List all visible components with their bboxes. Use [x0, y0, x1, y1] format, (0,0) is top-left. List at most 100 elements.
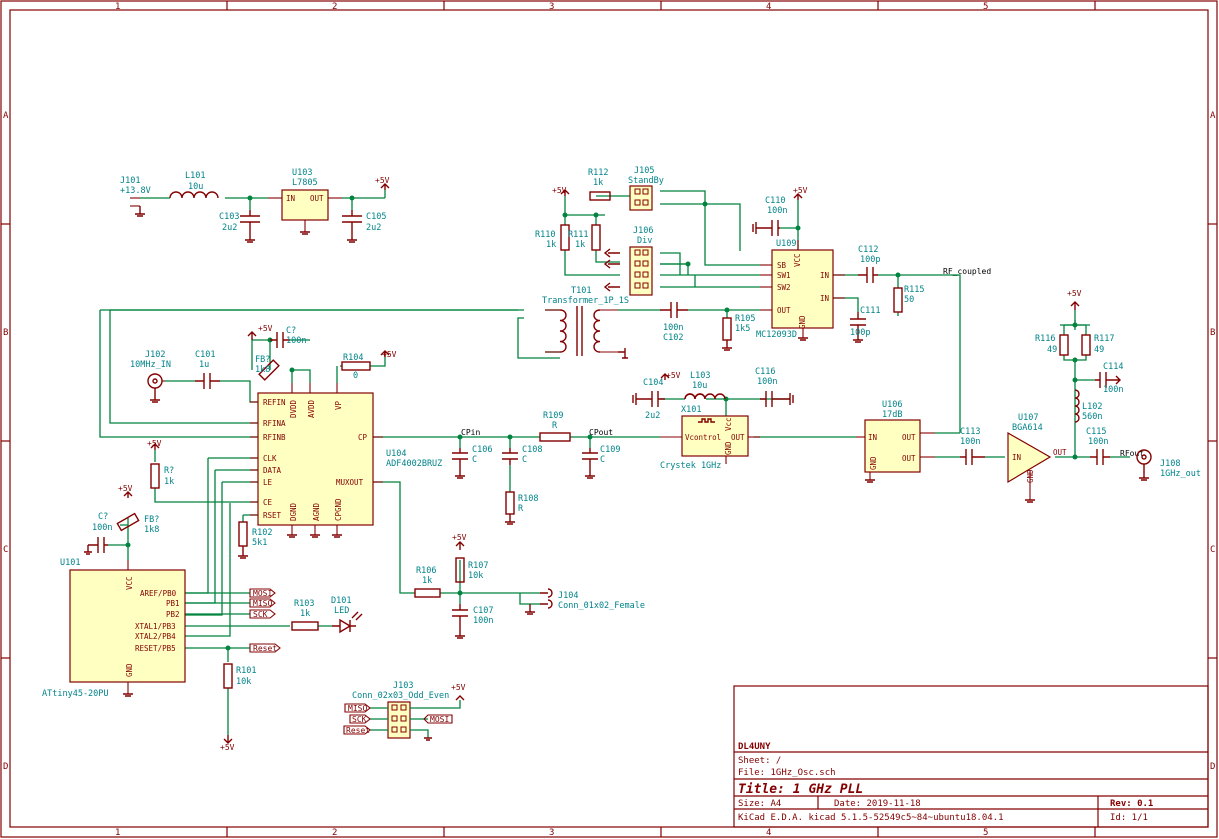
capacitor-c105[interactable]: C105 2u2 [342, 210, 386, 243]
capacitor-c107[interactable]: C107 100n [452, 604, 493, 639]
header-j103[interactable]: +5V MISO SCK Reset MOSI J103 Conn_02x03_… [343, 681, 466, 741]
pin-label: IN [820, 271, 829, 280]
regulator-u103[interactable]: IN OUT U103 L7805 [268, 168, 342, 235]
value-r112: 1k [593, 178, 603, 188]
pin-label: VCC [793, 253, 802, 267]
capacitor-c-mcu[interactable]: C? 100n [84, 512, 112, 555]
capacitor-c102[interactable]: 100n C102 [660, 302, 688, 343]
vco-x101[interactable]: Vcontrol OUT Vcc GND X101 Crystek 1GHz [660, 405, 760, 471]
connector-j102[interactable]: J102 10MHz_IN [130, 350, 171, 403]
power-5v-u107: +5V [1063, 289, 1087, 361]
capacitor-c104[interactable]: +5V C104 2u2 [632, 371, 681, 421]
ref-c106: C106 [472, 445, 492, 455]
amplifier-u106[interactable]: IN OUT OUT GND U106 17dB [856, 400, 935, 483]
value-t101: Transformer_1P_1S [542, 296, 629, 306]
capacitor-c109[interactable]: C109 C [582, 445, 620, 479]
connector-j108[interactable]: J108 1GHz_out [1136, 449, 1201, 481]
resistor-r104[interactable]: +5V R104 0 [341, 350, 397, 381]
resistor-r101[interactable]: +5V R101 10k [220, 663, 256, 752]
net-label-cpin: CPin [461, 428, 480, 437]
pin-label: RESET/PB5 [135, 644, 176, 653]
capacitor-c103[interactable]: C103 2u2 [219, 210, 260, 243]
capacitor-c108[interactable]: C108 C [502, 445, 542, 465]
value-j104: Conn_01x02_Female [558, 601, 645, 611]
value-c113: 100n [960, 437, 980, 447]
junctions [125, 195, 1078, 651]
resistor-r106[interactable]: R106 1k [414, 566, 441, 598]
ref-c110: C110 [765, 196, 785, 206]
amplifier-u107[interactable]: IN OUT GND U107 BGA614 [1007, 413, 1067, 503]
value-c110: 100n [767, 206, 787, 216]
pll-u104[interactable]: REFIN RFINA RFINB CLK DATA LE CE RSET CP… [250, 383, 442, 538]
pin-label: AGND [312, 502, 321, 521]
pin-label: SW2 [777, 283, 791, 292]
prescaler-u109[interactable]: VCC SB SW1 SW2 OUT IN IN GND U109 MC1209… [756, 239, 845, 341]
connector-j104[interactable]: J104 Conn_01x02_Female [525, 588, 645, 615]
ref-c114: C114 [1103, 362, 1123, 372]
resistor-r105[interactable]: R105 1k5 [722, 314, 755, 351]
power-5v-top-left: +5V [375, 176, 390, 190]
pin-label: GND [125, 663, 134, 677]
col-label-bottom: 4 [766, 828, 771, 838]
resistor-r115[interactable]: R115 50 [893, 285, 924, 313]
capacitor-c115[interactable]: C115 100n [1086, 427, 1110, 465]
svg-text:+5V: +5V [1067, 289, 1082, 298]
ref-r107: R107 [468, 561, 488, 571]
led-d101[interactable]: D101 LED [331, 596, 363, 634]
resistor-r111[interactable]: R111 1k [568, 224, 601, 251]
mcu-u101[interactable]: VCC AREF/PB0 PB1 PB2 XTAL1/PB3 XTAL2/PB4… [42, 558, 186, 699]
inductor-l101[interactable]: L101 10u [169, 171, 219, 199]
resistor-r116[interactable]: R116 49 [1035, 334, 1069, 356]
title-block: DL4UNY Sheet: / File: 1GHz_Osc.sch Title… [733, 685, 1209, 828]
value-c112: 100p [860, 255, 880, 265]
value-l102: 560n [1082, 412, 1102, 422]
title-text: Title: 1 GHz PLL [738, 782, 863, 797]
resistor-r-ce[interactable]: +5V R? 1k [147, 439, 174, 489]
ref-c102: 100n [663, 323, 683, 333]
capacitor-c113[interactable]: C113 100n [960, 427, 985, 465]
inductor-l102[interactable]: L102 560n [1074, 389, 1102, 423]
connector-j101[interactable]: J101 +13.8V [120, 176, 151, 217]
resistor-r103[interactable]: R103 1k [291, 599, 319, 631]
capacitor-c-adf-top[interactable]: +5V C? 100n [247, 324, 306, 348]
pin-label: AREF/PB0 [140, 589, 177, 598]
title-rev: Rev: 0.1 [1110, 799, 1153, 809]
pin-label: VP [334, 400, 343, 410]
capacitor-c101[interactable]: C101 1u [195, 350, 220, 389]
capacitor-c111[interactable]: C111 100p [850, 306, 880, 343]
col-label-bottom: 1 [115, 828, 120, 838]
resistor-r117[interactable]: R117 49 [1081, 334, 1114, 356]
inductor-l103[interactable]: L103 10u [684, 371, 726, 400]
pin-label: IN [1012, 453, 1021, 462]
header-j105[interactable]: J105 StandBy [628, 166, 664, 211]
resistor-r102[interactable]: R102 5k1 [238, 521, 272, 559]
resistor-r108[interactable]: R108 R [505, 491, 538, 525]
ref-c107: C107 [473, 606, 493, 616]
resistor-r112[interactable]: R112 1k [588, 168, 611, 201]
resistor-r110[interactable]: R110 1k [535, 224, 570, 251]
pin-label: RFINA [263, 419, 286, 428]
pin-label: GND [869, 456, 878, 470]
value-j101: +13.8V [120, 186, 151, 196]
value-r116: 49 [1047, 345, 1057, 355]
ref-r104: R104 [343, 353, 363, 363]
capacitor-c116[interactable]: C116 100n [755, 367, 794, 407]
capacitor-c114[interactable]: C114 100n [1095, 362, 1123, 395]
ferrite-fb-adf-top[interactable]: FB? 1k8 [255, 355, 280, 381]
svg-text:MOSI: MOSI [430, 715, 449, 724]
pin-label: DGND [289, 502, 298, 521]
ref-r108: R108 [518, 494, 538, 504]
value-c105: 2u2 [366, 223, 381, 233]
resistor-r109[interactable]: R109 R [539, 411, 571, 442]
header-j106[interactable]: J106 Div [603, 226, 653, 296]
capacitor-c106[interactable]: C106 C [452, 445, 492, 479]
resistor-r107[interactable]: +5V R107 10k [452, 533, 488, 583]
capacitor-c112[interactable]: C112 100p [858, 245, 880, 283]
transformer-t101[interactable]: T101 Transformer_1P_1S [542, 286, 629, 359]
svg-text:SCK: SCK [253, 610, 268, 619]
ref-c104: C104 [643, 378, 663, 388]
capacitor-c110[interactable]: C110 100n [752, 196, 787, 236]
ferrite-fb-mcu[interactable]: +5V FB? 1k8 [116, 484, 159, 535]
value-u103: L7805 [292, 178, 318, 188]
